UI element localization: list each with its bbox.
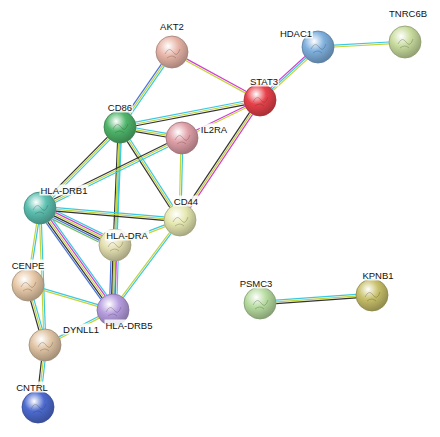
- evidence-line: [129, 140, 172, 206]
- protein-sphere: [243, 83, 277, 117]
- protein-node: KPNB1: [355, 278, 389, 312]
- evidence-line: [32, 300, 40, 329]
- interaction-edge: [186, 59, 247, 93]
- interaction-edge: [187, 112, 252, 207]
- protein-node: STAT3: [243, 83, 277, 117]
- evidence-line: [187, 112, 249, 205]
- evidence-line: [34, 300, 42, 329]
- evidence-line: [115, 261, 116, 294]
- protein-node: TNRC6B: [388, 25, 422, 59]
- protein-sphere: [165, 121, 199, 155]
- evidence-line: [136, 103, 245, 124]
- interaction-edge: [56, 208, 164, 221]
- interaction-edge: [135, 128, 166, 137]
- evidence-line: [189, 113, 251, 206]
- evidence-line: [60, 318, 100, 338]
- evidence-line: [56, 209, 164, 218]
- protein-sphere: [21, 390, 55, 424]
- protein-node: AKT2: [155, 35, 189, 69]
- protein-label: CENPE: [11, 260, 46, 271]
- interaction-edge: [276, 294, 356, 303]
- evidence-line: [135, 101, 244, 122]
- protein-label: CD44: [173, 196, 199, 207]
- protein-label: AKT2: [159, 21, 185, 32]
- evidence-line: [190, 114, 252, 207]
- evidence-line: [51, 220, 105, 296]
- protein-node: CNTRL: [21, 390, 55, 424]
- protein-label: PSMC3: [239, 278, 274, 289]
- evidence-line: [130, 139, 173, 205]
- evidence-line: [127, 141, 170, 207]
- interaction-edge: [110, 261, 118, 294]
- evidence-line: [55, 214, 101, 237]
- protein-node: CENPE: [11, 268, 45, 302]
- protein-label: STAT3: [249, 76, 279, 87]
- protein-label: KPNB1: [361, 270, 394, 281]
- evidence-line: [54, 216, 100, 239]
- evidence-line: [49, 221, 103, 297]
- protein-node: HLA-DRA: [98, 228, 132, 262]
- evidence-line: [44, 289, 98, 305]
- protein-sphere: [28, 328, 62, 362]
- protein-node: PSMC3: [243, 286, 277, 320]
- evidence-line: [113, 143, 119, 294]
- interaction-edge: [52, 211, 102, 242]
- evidence-line: [131, 66, 165, 115]
- evidence-line: [110, 261, 111, 294]
- protein-sphere: [163, 203, 197, 237]
- evidence-line: [186, 59, 246, 92]
- interaction-edge: [113, 143, 121, 294]
- interaction-edge: [43, 289, 98, 307]
- protein-label: TNRC6B: [388, 8, 428, 19]
- interaction-edge: [127, 139, 173, 207]
- protein-label: HLA-DRB1: [40, 185, 89, 196]
- interaction-edge: [334, 42, 389, 47]
- evidence-line: [52, 219, 106, 295]
- protein-sphere: [155, 35, 189, 69]
- protein-node: DYNLL1: [28, 328, 62, 362]
- interaction-edge: [31, 300, 43, 330]
- protein-sphere: [388, 25, 422, 59]
- evidence-line: [135, 132, 165, 137]
- protein-sphere: [243, 286, 277, 320]
- evidence-line: [276, 298, 356, 304]
- protein-node: HLA-DRB1: [23, 191, 57, 225]
- protein-node: HLA-DRB5: [96, 293, 130, 327]
- interaction-edge: [59, 317, 99, 339]
- protein-sphere: [11, 268, 45, 302]
- interaction-edge: [46, 219, 106, 299]
- interaction-edge: [135, 101, 244, 125]
- protein-sphere: [23, 191, 57, 225]
- protein-label: HLA-DRA: [105, 230, 149, 241]
- evidence-line: [31, 301, 39, 330]
- protein-label: CNTRL: [15, 382, 49, 393]
- evidence-line: [113, 261, 114, 294]
- evidence-line: [48, 222, 102, 298]
- protein-label: CD86: [107, 102, 133, 113]
- evidence-line: [43, 290, 97, 306]
- evidence-line: [186, 60, 246, 93]
- protein-node: CD44: [163, 203, 197, 237]
- evidence-line: [56, 211, 164, 220]
- protein-node: HDAC1: [301, 30, 335, 64]
- evidence-line: [112, 261, 113, 294]
- protein-sphere: [355, 278, 389, 312]
- evidence-line: [334, 44, 389, 47]
- evidence-line: [46, 223, 100, 299]
- protein-label: DYNLL1: [62, 324, 100, 335]
- protein-sphere: [103, 110, 137, 144]
- evidence-line: [136, 105, 245, 126]
- protein-label: HDAC1: [279, 28, 313, 39]
- protein-node: CD86: [103, 110, 137, 144]
- evidence-line: [117, 261, 118, 294]
- protein-label: HLA-DRB5: [105, 320, 154, 331]
- protein-node: IL2RA: [165, 121, 199, 155]
- protein-label: IL2RA: [200, 124, 228, 135]
- evidence-line: [129, 65, 163, 114]
